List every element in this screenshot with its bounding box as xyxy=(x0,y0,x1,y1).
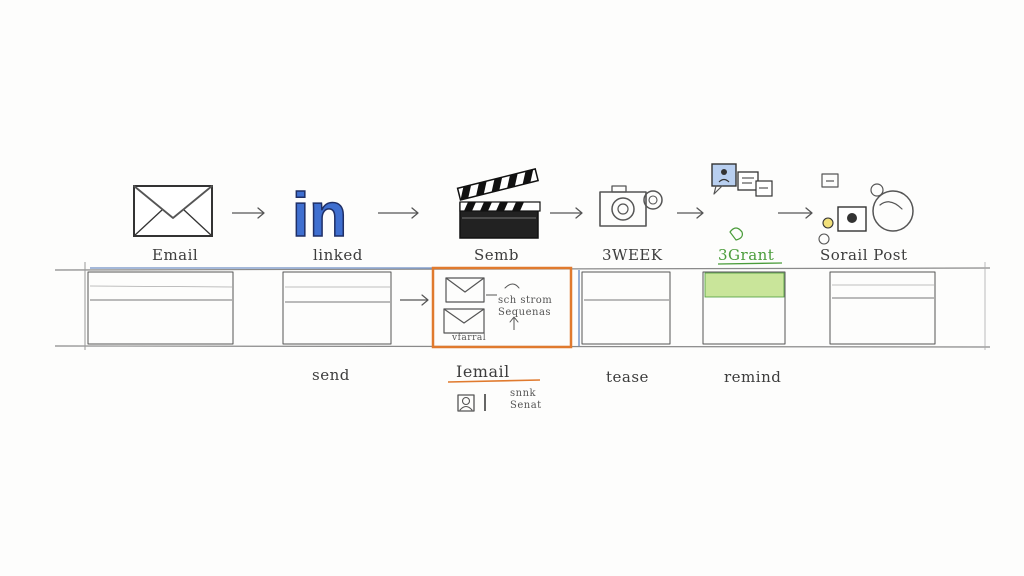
lower-label-remind: remind xyxy=(724,368,782,386)
arrow-into-highlight xyxy=(400,294,429,306)
flow-arrow-5 xyxy=(778,207,813,219)
green-underline xyxy=(717,262,783,265)
stage-box-4 xyxy=(578,270,671,346)
envelope-icon xyxy=(133,185,213,237)
chat-bubbles-icon xyxy=(711,163,773,241)
stage-label-linked: linked xyxy=(313,246,363,264)
stage-label-3grant: 3Grant xyxy=(718,246,775,264)
stage-box-1 xyxy=(87,271,234,345)
flow-arrow-4 xyxy=(677,207,704,219)
stage-label-social-post: Sorail Post xyxy=(820,246,908,264)
flow-arrow-2 xyxy=(378,207,419,219)
stage-box-5 xyxy=(702,271,786,345)
highlight-note: sch strom Sequenas xyxy=(498,295,553,318)
clapperboard-icon xyxy=(456,168,541,239)
linkedin-icon: in xyxy=(291,180,348,251)
highlight-underline xyxy=(447,379,541,383)
flow-arrow-3 xyxy=(550,207,583,219)
social-post-icon xyxy=(818,173,914,245)
linkedin-letters: in xyxy=(292,181,347,250)
camera-icon xyxy=(599,185,663,227)
lower-label-send: send xyxy=(312,366,350,384)
stage-label-3week: 3WEEK xyxy=(602,246,663,264)
sub-note: snnk Senat xyxy=(510,388,542,411)
stage-box-6 xyxy=(829,271,936,345)
flow-arrow-1 xyxy=(232,207,265,219)
highlight-caption: vfarral xyxy=(452,333,487,343)
person-card-icon xyxy=(457,394,486,412)
stage-label-email: Email xyxy=(152,246,199,264)
lower-label-tease: tease xyxy=(606,368,649,386)
stage-label-semb: Semb xyxy=(474,246,519,264)
highlight-label: Iemail xyxy=(456,362,510,381)
highlight-box xyxy=(431,266,573,349)
stage-box-2 xyxy=(282,271,392,345)
